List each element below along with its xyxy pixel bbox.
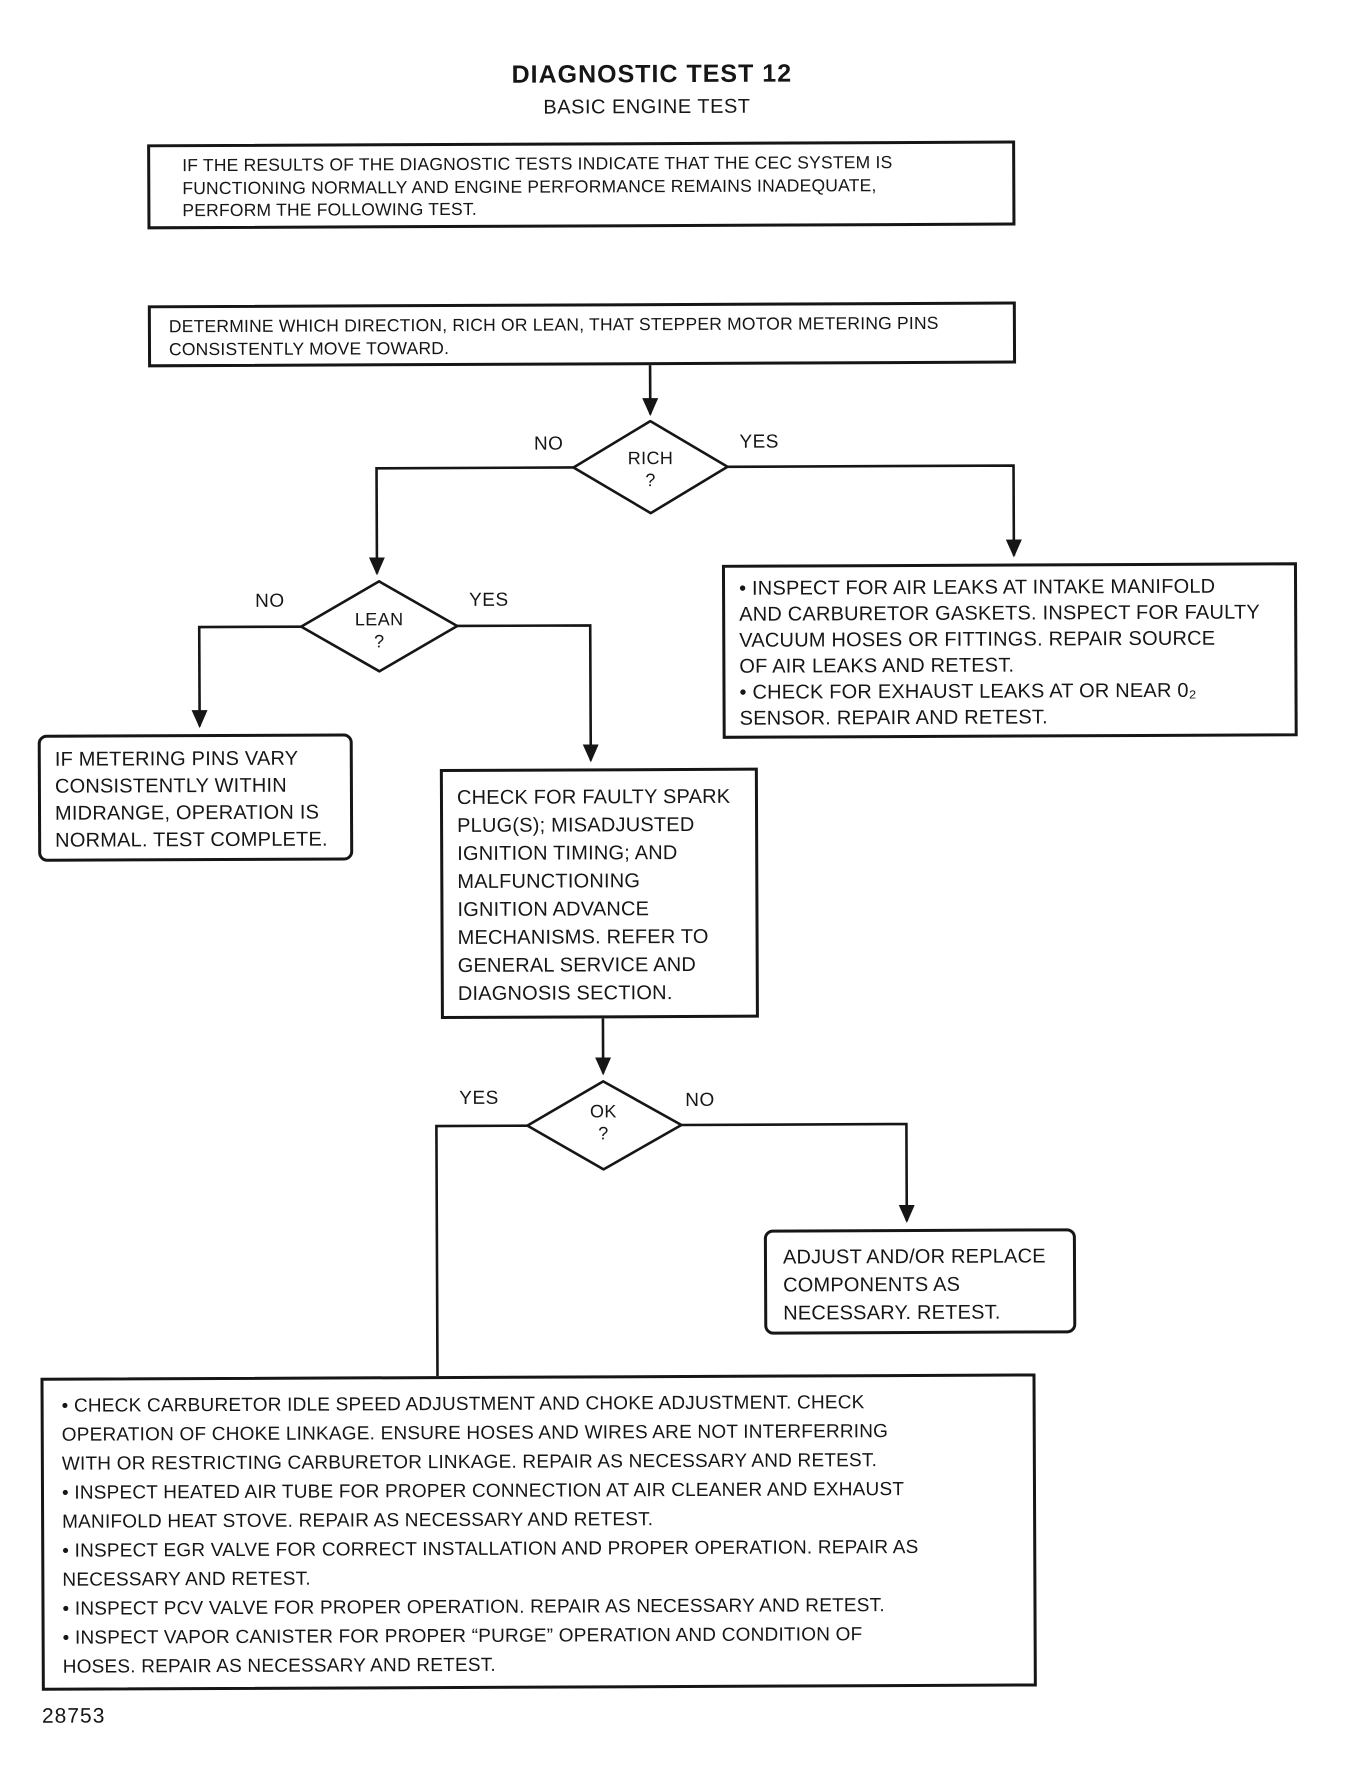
decision-rich-question-mark: ? <box>645 470 656 491</box>
connector-ok-no <box>680 1122 915 1224</box>
connector-rich-yes <box>726 464 1022 558</box>
node-adjust-replace: ADJUST AND/OR REPLACE COMPONENTS AS NECE… <box>763 1228 1077 1335</box>
final-checks-bullet-3: • INSPECT EGR VALVE FOR CORRECT INSTALLA… <box>62 1536 919 1591</box>
node-normal-complete: IF METERING PINS VARY CONSISTENTLY WITHI… <box>37 733 354 862</box>
decision-lean-word: LEAN <box>354 609 404 630</box>
branch-label-rich-no: NO <box>533 433 564 455</box>
final-checks-bullet-2: • INSPECT HEATED AIR TUBE FOR PROPER CON… <box>61 1479 905 1533</box>
figure-number: 28753 <box>41 1704 106 1728</box>
final-checks-bullet-1: • CHECK CARBURETOR IDLE SPEED ADJUSTMENT… <box>61 1392 889 1475</box>
decision-ok-question-mark: ? <box>598 1123 609 1144</box>
decision-rich-word: RICH <box>627 448 674 469</box>
node-intro-text: IF THE RESULTS OF THE DIAGNOSTIC TESTS I… <box>182 152 893 221</box>
connector-lean-no <box>191 625 303 729</box>
air-leaks-bullet-2: • CHECK FOR EXHAUST LEAKS AT OR NEAR 0₂ … <box>739 679 1197 730</box>
node-adjust-text: ADJUST AND/OR REPLACE COMPONENTS AS NECE… <box>782 1245 1046 1325</box>
page-subtitle: BASIC ENGINE TEST <box>543 95 751 119</box>
connector-ok-yes <box>435 1124 529 1379</box>
node-determine-text: DETERMINE WHICH DIRECTION, RICH OR LEAN,… <box>168 312 939 359</box>
node-spark-check: CHECK FOR FAULTY SPARK PLUG(S); MISADJUS… <box>439 767 759 1020</box>
branch-label-lean-no: NO <box>255 590 285 612</box>
node-determine: DETERMINE WHICH DIRECTION, RICH OR LEAN,… <box>147 301 1017 368</box>
node-normal-text: IF METERING PINS VARY CONSISTENTLY WITHI… <box>54 747 328 852</box>
final-checks-bullet-4: • INSPECT PCV VALVE FOR PROPER OPERATION… <box>62 1595 885 1620</box>
decision-ok-word: OK <box>589 1101 617 1122</box>
air-leaks-bullet-1: • INSPECT FOR AIR LEAKS AT INTAKE MANIFO… <box>739 575 1260 678</box>
branch-label-rich-yes: YES <box>739 431 779 453</box>
decision-lean-question-mark: ? <box>374 631 385 652</box>
decision-rich-label: RICH ? <box>575 447 725 492</box>
branch-label-ok-yes: YES <box>459 1087 499 1109</box>
page-title: DIAGNOSTIC TEST 12 <box>511 59 793 89</box>
node-intro: IF THE RESULTS OF THE DIAGNOSTIC TESTS I… <box>147 140 1016 229</box>
node-spark-text: CHECK FOR FAULTY SPARK PLUG(S); MISADJUS… <box>456 785 731 1005</box>
branch-label-lean-yes: YES <box>469 589 509 611</box>
branch-label-ok-no: NO <box>685 1089 715 1111</box>
decision-ok-label: OK ? <box>528 1100 678 1145</box>
decision-lean-label: LEAN ? <box>304 608 454 653</box>
node-air-leaks: • INSPECT FOR AIR LEAKS AT INTAKE MANIFO… <box>721 562 1298 739</box>
final-checks-bullet-5: • INSPECT VAPOR CANISTER FOR PROPER “PUR… <box>62 1624 863 1678</box>
connector-lean-yes <box>456 624 599 763</box>
node-final-checks: • CHECK CARBURETOR IDLE SPEED ADJUSTMENT… <box>40 1373 1037 1691</box>
connector-rich-no <box>368 466 575 576</box>
